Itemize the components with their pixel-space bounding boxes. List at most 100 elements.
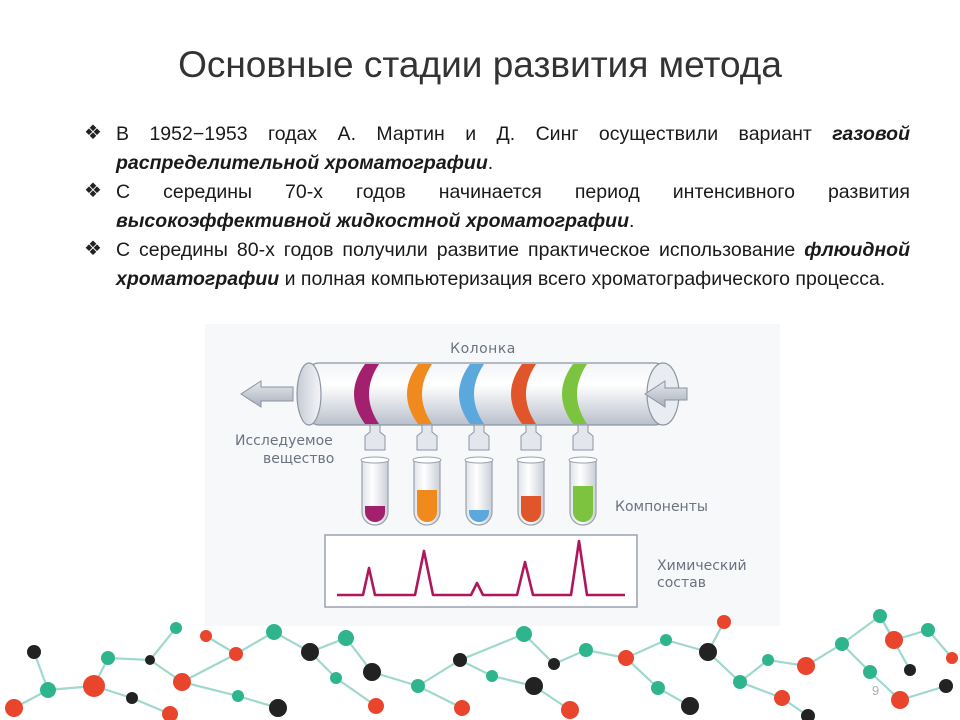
bullet-item-1: ❖ В 1952−1953 годах А. Мартин и Д. Синг … xyxy=(84,120,910,178)
bullet-list: ❖ В 1952−1953 годах А. Мартин и Д. Синг … xyxy=(84,120,910,294)
column-band xyxy=(562,364,587,424)
slide-title: Основные стадии развития метода xyxy=(178,44,782,85)
drip-connector xyxy=(572,424,594,451)
chromatogram-peaks xyxy=(337,539,625,597)
drip-connector xyxy=(520,424,542,451)
molecule-atom xyxy=(681,697,699,715)
bullet-item-2: ❖ С середины 70-х годов начинается перио… xyxy=(84,178,910,236)
molecule-atom xyxy=(660,634,672,646)
molecule-atom xyxy=(921,623,935,637)
molecule-atom xyxy=(101,651,115,665)
column-label: Колонка xyxy=(450,341,516,357)
molecule-atom xyxy=(232,690,244,702)
output-arrow-icon xyxy=(240,380,294,408)
molecule-atom xyxy=(266,624,282,640)
molecule-atom xyxy=(411,679,425,693)
column-band xyxy=(459,364,484,424)
molecule-atom xyxy=(904,664,916,676)
molecule-atom xyxy=(835,637,849,651)
sample-label-line2: вещество xyxy=(263,451,334,467)
bullet-text-end: и полная компьютеризация всего хроматогр… xyxy=(279,268,886,290)
bullet-emphasis: флюидной хроматографии xyxy=(116,239,910,290)
test-tube-rim xyxy=(568,456,598,464)
molecule-atom xyxy=(618,650,634,666)
composition-label-line2: состав xyxy=(657,575,706,591)
molecule-atom xyxy=(863,665,877,679)
molecule-atom xyxy=(561,701,579,719)
components-label: Компоненты xyxy=(615,499,708,515)
drip-connector xyxy=(416,424,438,451)
bullet-text: С середины 80-х годов получили развитие … xyxy=(116,239,805,261)
molecule-atom xyxy=(717,615,731,629)
column-band xyxy=(407,364,432,424)
bullet-emphasis: высокоэффективной жидкостной хроматограф… xyxy=(116,210,629,232)
tube-liquid xyxy=(573,486,593,522)
molecule-atom xyxy=(699,643,717,661)
molecule-atoms xyxy=(5,609,958,720)
molecule-atom xyxy=(301,643,319,661)
test-tube-rim xyxy=(464,456,494,464)
molecule-atom xyxy=(229,647,243,661)
molecule-atom xyxy=(797,657,815,675)
molecule-atom xyxy=(170,622,182,634)
molecule-atom xyxy=(83,675,105,697)
molecule-atom xyxy=(338,630,354,646)
bullet-text: С середины 70-х годов начинается период … xyxy=(116,181,910,203)
molecule-atom xyxy=(801,709,815,720)
column-band xyxy=(354,364,379,424)
molecule-atom xyxy=(126,692,138,704)
chromatography-diagram: Колонка Исследуемое вещество Компоненты … xyxy=(205,324,780,626)
test-tube-rim xyxy=(412,456,442,464)
molecule-atom xyxy=(548,658,560,670)
molecule-atom xyxy=(453,653,467,667)
tube-liquid xyxy=(469,510,489,522)
test-tube xyxy=(465,460,493,526)
molecule-atom xyxy=(162,706,178,720)
sample-label-line1: Исследуемое xyxy=(235,433,333,449)
molecule-atom xyxy=(27,645,41,659)
page-number: 9 xyxy=(872,683,880,698)
bullet-text-end: . xyxy=(629,210,635,232)
molecule-atom xyxy=(946,652,958,664)
drip-connector xyxy=(468,424,490,451)
molecule-atom xyxy=(454,700,470,716)
test-tube-rim xyxy=(360,456,390,464)
bullet-diamond-icon: ❖ xyxy=(84,122,102,144)
tube-liquid xyxy=(365,506,385,522)
molecule-atom xyxy=(516,626,532,642)
bullet-diamond-icon: ❖ xyxy=(84,238,102,260)
molecule-atom xyxy=(774,690,790,706)
test-tubes xyxy=(360,424,598,526)
separation-bands xyxy=(354,364,587,424)
bullet-diamond-icon: ❖ xyxy=(84,180,102,202)
molecule-atom xyxy=(40,682,56,698)
bullet-emphasis: газовой распределительной хроматографии xyxy=(116,123,910,174)
molecule-atom xyxy=(200,630,212,642)
bullet-text: В 1952−1953 годах А. Мартин и Д. Синг ос… xyxy=(116,123,833,145)
molecule-atom xyxy=(330,672,342,684)
input-arrow-icon xyxy=(644,380,688,408)
molecule-atom xyxy=(5,699,23,717)
molecule-atom xyxy=(733,675,747,689)
molecule-atom xyxy=(486,670,498,682)
molecule-atom xyxy=(173,673,191,691)
molecule-atom xyxy=(762,654,774,666)
molecule-atom xyxy=(579,643,593,657)
molecule-atom xyxy=(939,679,953,693)
molecule-atom xyxy=(885,631,903,649)
molecule-decoration xyxy=(5,609,958,720)
test-tube-rim xyxy=(516,456,546,464)
molecule-atom xyxy=(651,681,665,695)
molecule-atom xyxy=(525,677,543,695)
molecule-atom xyxy=(363,663,381,681)
composition-label-line1: Химический xyxy=(657,558,747,574)
molecule-atom xyxy=(891,691,909,709)
column-band xyxy=(511,364,536,424)
tube-liquid xyxy=(417,490,437,522)
molecule-atom xyxy=(873,609,887,623)
tube-liquid xyxy=(521,496,541,522)
bullet-item-3: ❖ С середины 80-х годов получили развити… xyxy=(84,236,910,294)
bullet-text-end: . xyxy=(487,152,494,174)
molecule-atom xyxy=(145,655,155,665)
